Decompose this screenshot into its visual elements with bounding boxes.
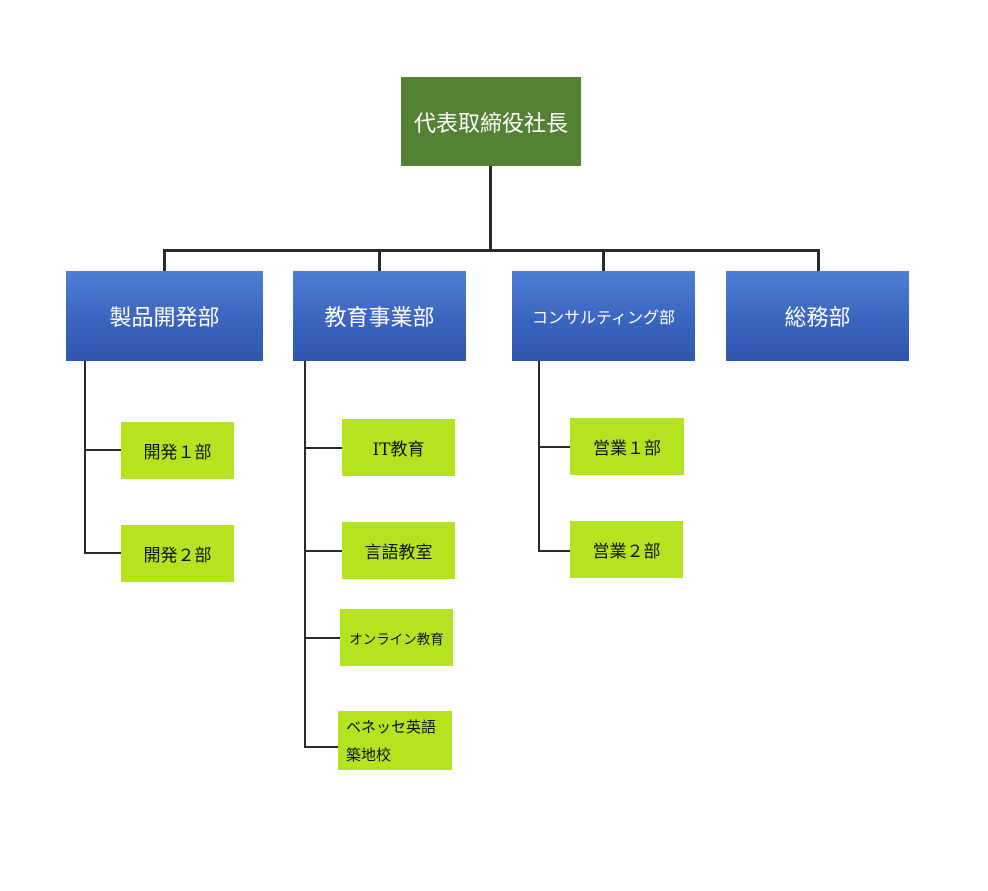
sub-node-language-school: 言語教室	[342, 522, 455, 579]
sub-node-label: オンライン教育	[349, 631, 444, 648]
dept-node-education: 教育事業部	[293, 271, 466, 361]
dept-node-consulting: コンサルティング部	[512, 271, 695, 361]
connector-dept-3-drop	[602, 249, 605, 271]
connector-dept-2-branch-2	[304, 550, 342, 552]
sub-node-label: 言語教室	[364, 543, 433, 563]
connector-dept-2-branch-1	[304, 447, 342, 449]
dept-node-label: 教育事業部	[324, 306, 435, 331]
connector-root-down	[489, 166, 492, 250]
sub-node-label: 開発１部	[143, 443, 212, 463]
sub-node-it-education: IT教育	[342, 419, 455, 476]
connector-dept-1-branch-2	[84, 552, 122, 554]
dept-node-label: 総務部	[784, 306, 851, 331]
sub-node-label: 開発２部	[143, 546, 212, 566]
sub-node-sales-2: 営業２部	[570, 521, 683, 578]
sub-node-label: IT教育	[372, 440, 425, 460]
connector-dept-1-branch-1	[84, 449, 122, 451]
connector-dept-2-branch-3	[304, 637, 340, 639]
connector-dept-1-spine	[84, 361, 86, 554]
sub-node-label: 営業１部	[593, 439, 661, 459]
dept-node-general-affairs: 総務部	[726, 271, 909, 361]
connector-dept-2-drop	[378, 249, 381, 271]
sub-node-dev-2: 開発２部	[121, 525, 234, 582]
connector-horizontal-bus	[163, 249, 820, 252]
sub-node-online-education: オンライン教育	[340, 609, 453, 666]
sub-node-label: 営業２部	[592, 542, 661, 562]
connector-dept-2-spine	[304, 361, 306, 748]
root-node-label: 代表取締役社長	[413, 111, 568, 137]
sub-node-label-line-2: 築地校	[346, 745, 392, 764]
dept-node-label: 製品開発部	[109, 306, 220, 331]
connector-dept-4-drop	[817, 249, 820, 271]
dept-node-product-development: 製品開発部	[66, 271, 263, 361]
sub-node-benesse-tsukiji: ベネッセ英語 築地校	[338, 711, 452, 770]
root-node-ceo: 代表取締役社長	[401, 77, 581, 166]
connector-dept-1-drop	[163, 249, 166, 271]
connector-dept-3-spine	[538, 361, 540, 552]
connector-dept-3-branch-2	[538, 550, 570, 552]
connector-dept-2-branch-4	[304, 746, 340, 748]
connector-dept-3-branch-1	[538, 446, 570, 448]
sub-node-sales-1: 営業１部	[570, 418, 684, 475]
sub-node-label-line-1: ベネッセ英語	[346, 717, 437, 736]
sub-node-dev-1: 開発１部	[121, 422, 234, 479]
dept-node-label: コンサルティング部	[531, 308, 676, 327]
